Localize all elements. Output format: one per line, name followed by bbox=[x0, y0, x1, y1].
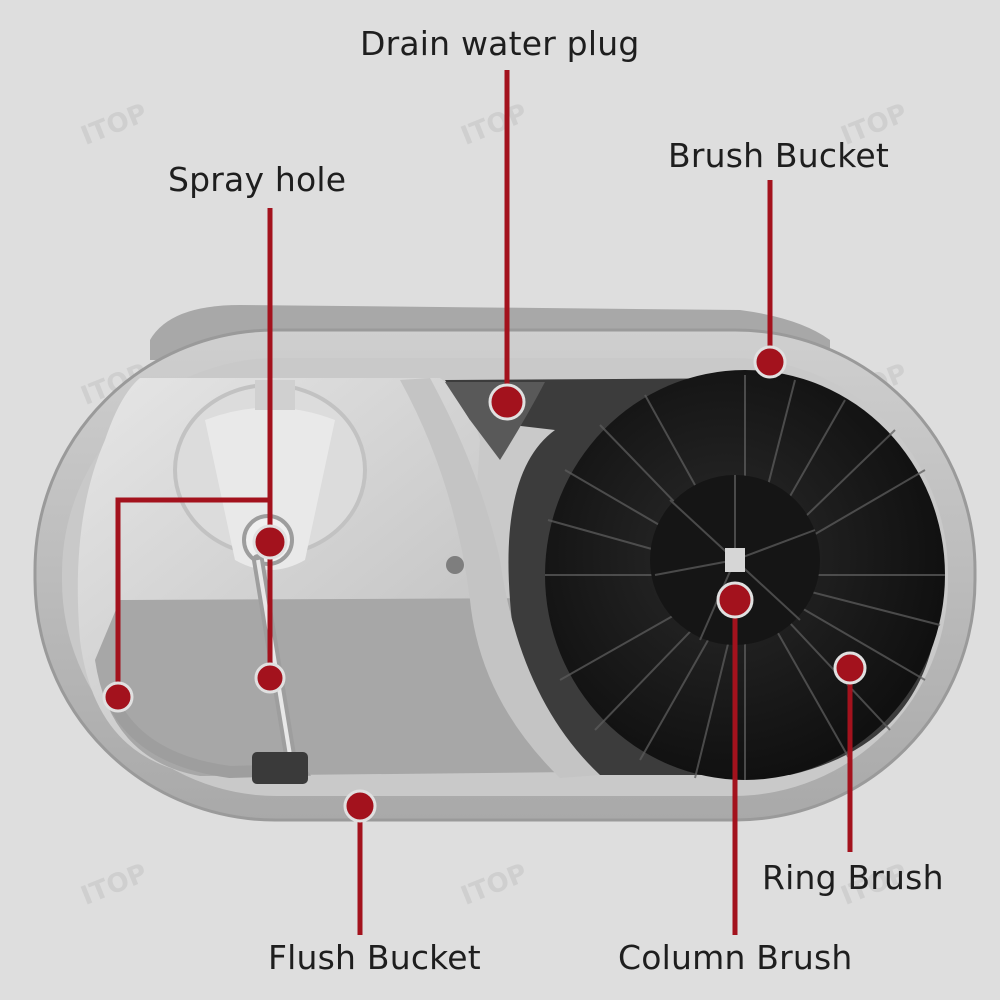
label-column-brush: Column Brush bbox=[618, 938, 853, 977]
label-spray-hole: Spray hole bbox=[168, 160, 347, 199]
flush-bucket-floor bbox=[95, 598, 575, 776]
flush-bucket-dot bbox=[343, 789, 377, 823]
pedestal-post bbox=[255, 380, 295, 410]
callouts bbox=[115, 70, 853, 935]
column-hub bbox=[725, 548, 745, 572]
spray-tube-dot bbox=[254, 662, 286, 694]
brush-bucket-dot bbox=[753, 345, 787, 379]
spray-pipe-dot bbox=[102, 681, 134, 713]
label-drain-water-plug: Drain water plug bbox=[360, 24, 640, 63]
column-bristles bbox=[654, 475, 816, 641]
divider-wall bbox=[400, 378, 600, 778]
label-flush-bucket: Flush Bucket bbox=[268, 938, 481, 977]
column-brush-dot bbox=[716, 581, 754, 619]
metal-tube bbox=[106, 554, 312, 779]
spray-hole-dot bbox=[252, 524, 288, 560]
drain-plug-dot bbox=[488, 383, 526, 421]
side-hole bbox=[446, 556, 464, 574]
label-ring-brush: Ring Brush bbox=[762, 858, 944, 897]
label-brush-bucket: Brush Bucket bbox=[668, 136, 889, 175]
callout-dots bbox=[102, 345, 867, 823]
ring-brush-dot bbox=[833, 651, 867, 685]
tube-clip bbox=[252, 752, 308, 784]
